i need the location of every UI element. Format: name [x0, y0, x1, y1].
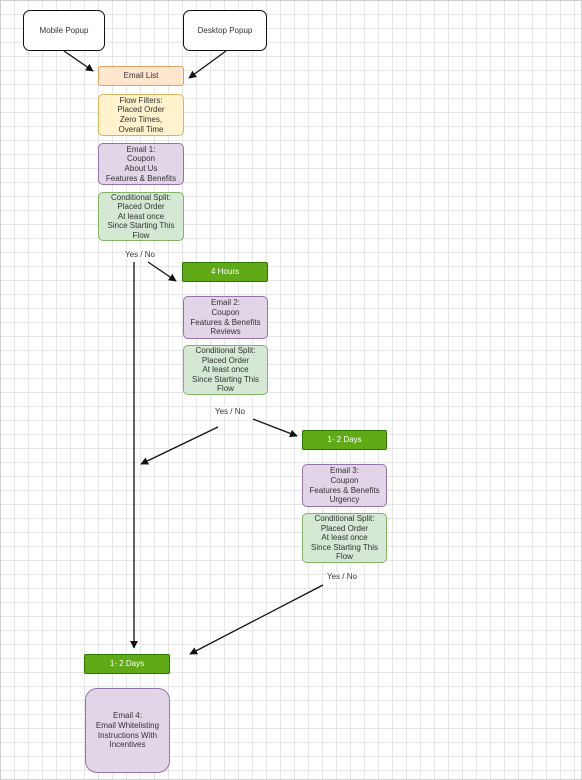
split-2-yes-no-label: Yes / No — [214, 407, 246, 416]
node-text-line: Flow Filters: — [119, 95, 163, 105]
node-text-line: Flow — [336, 552, 353, 562]
node-text-line: Flow — [217, 384, 234, 394]
node-text-line: Zero Times, — [119, 115, 163, 124]
node-text-line: Features & Benefits — [190, 317, 261, 327]
delay-4-hours-node: 4 Hours — [182, 262, 268, 282]
node-text-line: Email 1: — [126, 144, 156, 154]
node-text-line: Placed Order — [117, 202, 165, 212]
node-text-line: Placed Order — [117, 105, 165, 115]
edge-split2-to-mainline — [140, 426, 219, 465]
split-1-yes-no-label: Yes / No — [124, 250, 156, 259]
node-text-line: Email Whitelisting — [95, 720, 160, 730]
desktop-popup-node: Desktop Popup — [183, 10, 267, 51]
node-text-line: Overall Time — [118, 124, 164, 134]
node-text-line: About Us — [124, 164, 158, 173]
node-text-line: At least once — [202, 365, 249, 375]
node-text-line: Email List — [123, 71, 159, 81]
node-text-line: 1- 2 Days — [327, 435, 362, 445]
node-text-line: Features & Benefits — [105, 173, 177, 183]
edge-desktop-to-list — [188, 50, 227, 79]
node-text-line: At least once — [321, 533, 368, 543]
node-text-line: Coupon — [330, 475, 359, 485]
edge-mobile-to-list — [63, 50, 94, 72]
node-text-line: At least once — [117, 211, 165, 221]
node-text-line: 1- 2 Days — [109, 659, 145, 669]
node-text-line: Since Starting This — [107, 221, 175, 231]
node-text-line: Since Starting This — [192, 374, 259, 384]
edge-split2-to-delay — [252, 418, 298, 438]
node-text-line: Mobile Popup — [39, 25, 89, 35]
node-text-line: Email 2: — [211, 298, 240, 308]
split-3-yes-no-label: Yes / No — [326, 572, 358, 581]
node-text-line: Conditional Split: — [314, 514, 375, 524]
node-text-line: Features & Benefits — [309, 485, 380, 495]
delay-1-2-days-node: 1- 2 Days — [302, 430, 387, 450]
node-text-line: Incentives — [109, 740, 146, 750]
final-delay-1-2-days-node: 1- 2 Days — [84, 654, 170, 674]
node-text-line: Urgency — [329, 495, 360, 505]
node-text-line: 4 Hours — [210, 267, 239, 277]
mobile-popup-node: Mobile Popup — [23, 10, 105, 51]
node-text-line: Since Starting This — [311, 542, 378, 552]
node-text-line: Conditional Split: — [110, 192, 172, 202]
email-list-node: Email List — [98, 66, 184, 86]
node-text-line: Email 3: — [330, 466, 359, 476]
node-text-line: Conditional Split: — [195, 346, 256, 356]
edge-split3-to-final-delay — [189, 584, 324, 655]
node-text-line: Instructions With — [97, 730, 158, 740]
node-text-line: Placed Order — [320, 523, 369, 533]
node-text-line: Desktop Popup — [197, 25, 253, 35]
node-text-line: Reviews — [210, 327, 241, 337]
edge-split1-to-4hours — [147, 261, 177, 282]
node-text-line: Email 4: — [113, 711, 142, 721]
node-text-line: Placed Order — [201, 355, 250, 365]
node-text-line: Coupon — [211, 307, 240, 317]
node-text-line: Flow — [132, 230, 150, 240]
node-text-line: Coupon — [126, 154, 156, 164]
